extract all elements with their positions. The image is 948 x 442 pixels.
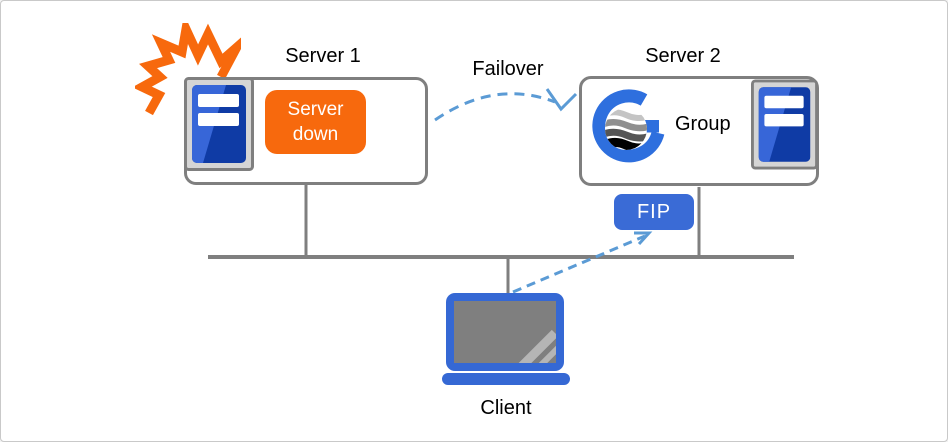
client-label: Client [480,397,532,419]
server1-title: Server 1 [285,45,361,67]
server-down-line1: Server [287,98,344,120]
server-tower-icon [751,79,818,170]
failover-label: Failover [472,58,544,80]
fip-badge: FIP [614,194,694,230]
failover-arrow [434,92,556,122]
laptop-icon [442,293,570,385]
server2-title: Server 2 [645,45,721,67]
server-down-status-badge: Server down [265,90,366,154]
failover-arrowhead-icon [545,88,578,112]
group-label: Group [675,113,731,135]
explosion-burst-icon [135,23,241,116]
cluster-group-logo-icon [592,89,665,163]
server-down-line2: down [292,124,339,145]
server-tower-icon [184,77,254,171]
client-to-fip-arrowhead-icon [634,231,653,246]
client-to-fip-arrow [512,234,646,294]
fip-label: FIP [636,200,672,223]
